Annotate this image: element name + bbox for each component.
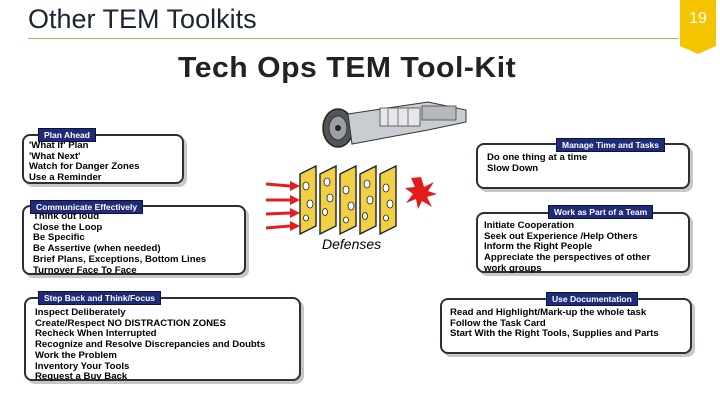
communicate-effectively-tag: Communicate Effectively xyxy=(30,200,144,214)
list-item: work groups xyxy=(484,262,542,274)
list-item: Recheck When Interrupted xyxy=(35,328,157,340)
slide-title: Other TEM Toolkits xyxy=(28,4,257,34)
red-starburst-icon xyxy=(405,177,437,209)
list-item: Use a Reminder xyxy=(29,172,102,184)
list-item: Recognize and Resolve Discrepancies and … xyxy=(35,339,266,351)
page-number-badge: 19 xyxy=(680,0,716,46)
list-item: Inventory Your Tools xyxy=(35,360,130,372)
list-item: Read and Highlight/Mark-up the whole tas… xyxy=(450,307,647,318)
list-item: Inform the Right People xyxy=(484,241,593,253)
list-item: Be Assertive (when needed) xyxy=(33,243,161,255)
page-number: 19 xyxy=(689,10,707,27)
list-item: Brief Plans, Exceptions, Bottom Lines xyxy=(33,253,207,265)
jet-engine-icon xyxy=(322,101,467,148)
manage-time-tag: Manage Time and Tasks xyxy=(556,138,665,152)
page-number-badge-tail xyxy=(680,46,716,54)
list-item: Watch for Danger Zones xyxy=(29,161,140,173)
plan-ahead-box: 'What If' Plan 'What Next' Watch for Dan… xyxy=(22,134,184,184)
list-item: Think out loud xyxy=(33,211,100,222)
cheese-slice-icon xyxy=(299,164,397,236)
diagram-heading: Tech Ops TEM Tool-Kit xyxy=(178,52,517,84)
list-item: 'What Next' xyxy=(29,150,81,162)
list-item: Start With the Right Tools, Supplies and… xyxy=(450,328,659,340)
list-item: Do one thing at a time xyxy=(487,152,588,163)
defenses-label: Defenses xyxy=(322,236,382,252)
list-item: Appreciate the perspectives of other xyxy=(484,252,651,264)
red-arrow-icon xyxy=(265,181,300,231)
step-back-tag: Step Back and Think/Focus xyxy=(38,291,161,305)
list-item: Be Specific xyxy=(33,232,85,244)
list-item: Inspect Deliberately xyxy=(35,307,126,318)
list-item: Initiate Cooperation xyxy=(484,220,575,231)
list-item: Seek out Experience /Help Others xyxy=(484,230,638,242)
work-as-team-tag: Work as Part of a Team xyxy=(548,205,654,219)
list-item: Request a Buy Back xyxy=(35,371,128,383)
plan-ahead-tag: Plan Ahead xyxy=(38,128,96,142)
list-item: Close the Loop xyxy=(33,221,103,233)
communicate-effectively-box: Think out loud Close the Loop Be Specifi… xyxy=(22,205,246,275)
title-underline xyxy=(28,38,678,39)
list-item: Create/Respect NO DISTRACTION ZONES xyxy=(35,317,226,329)
list-item: 'What If' Plan xyxy=(29,140,89,151)
step-back-box: Inspect Deliberately Create/Respect NO D… xyxy=(24,297,301,383)
use-documentation-tag: Use Documentation xyxy=(546,292,638,306)
use-documentation-box: Read and Highlight/Mark-up the whole tas… xyxy=(440,298,692,354)
list-item: Follow the Task Card xyxy=(450,317,546,329)
list-item: Slow Down xyxy=(487,162,539,174)
work-as-team-box: Initiate Cooperation Seek out Experience… xyxy=(476,212,690,274)
list-item: Work the Problem xyxy=(35,349,117,361)
list-item: Turnover Face To Face xyxy=(33,264,137,276)
